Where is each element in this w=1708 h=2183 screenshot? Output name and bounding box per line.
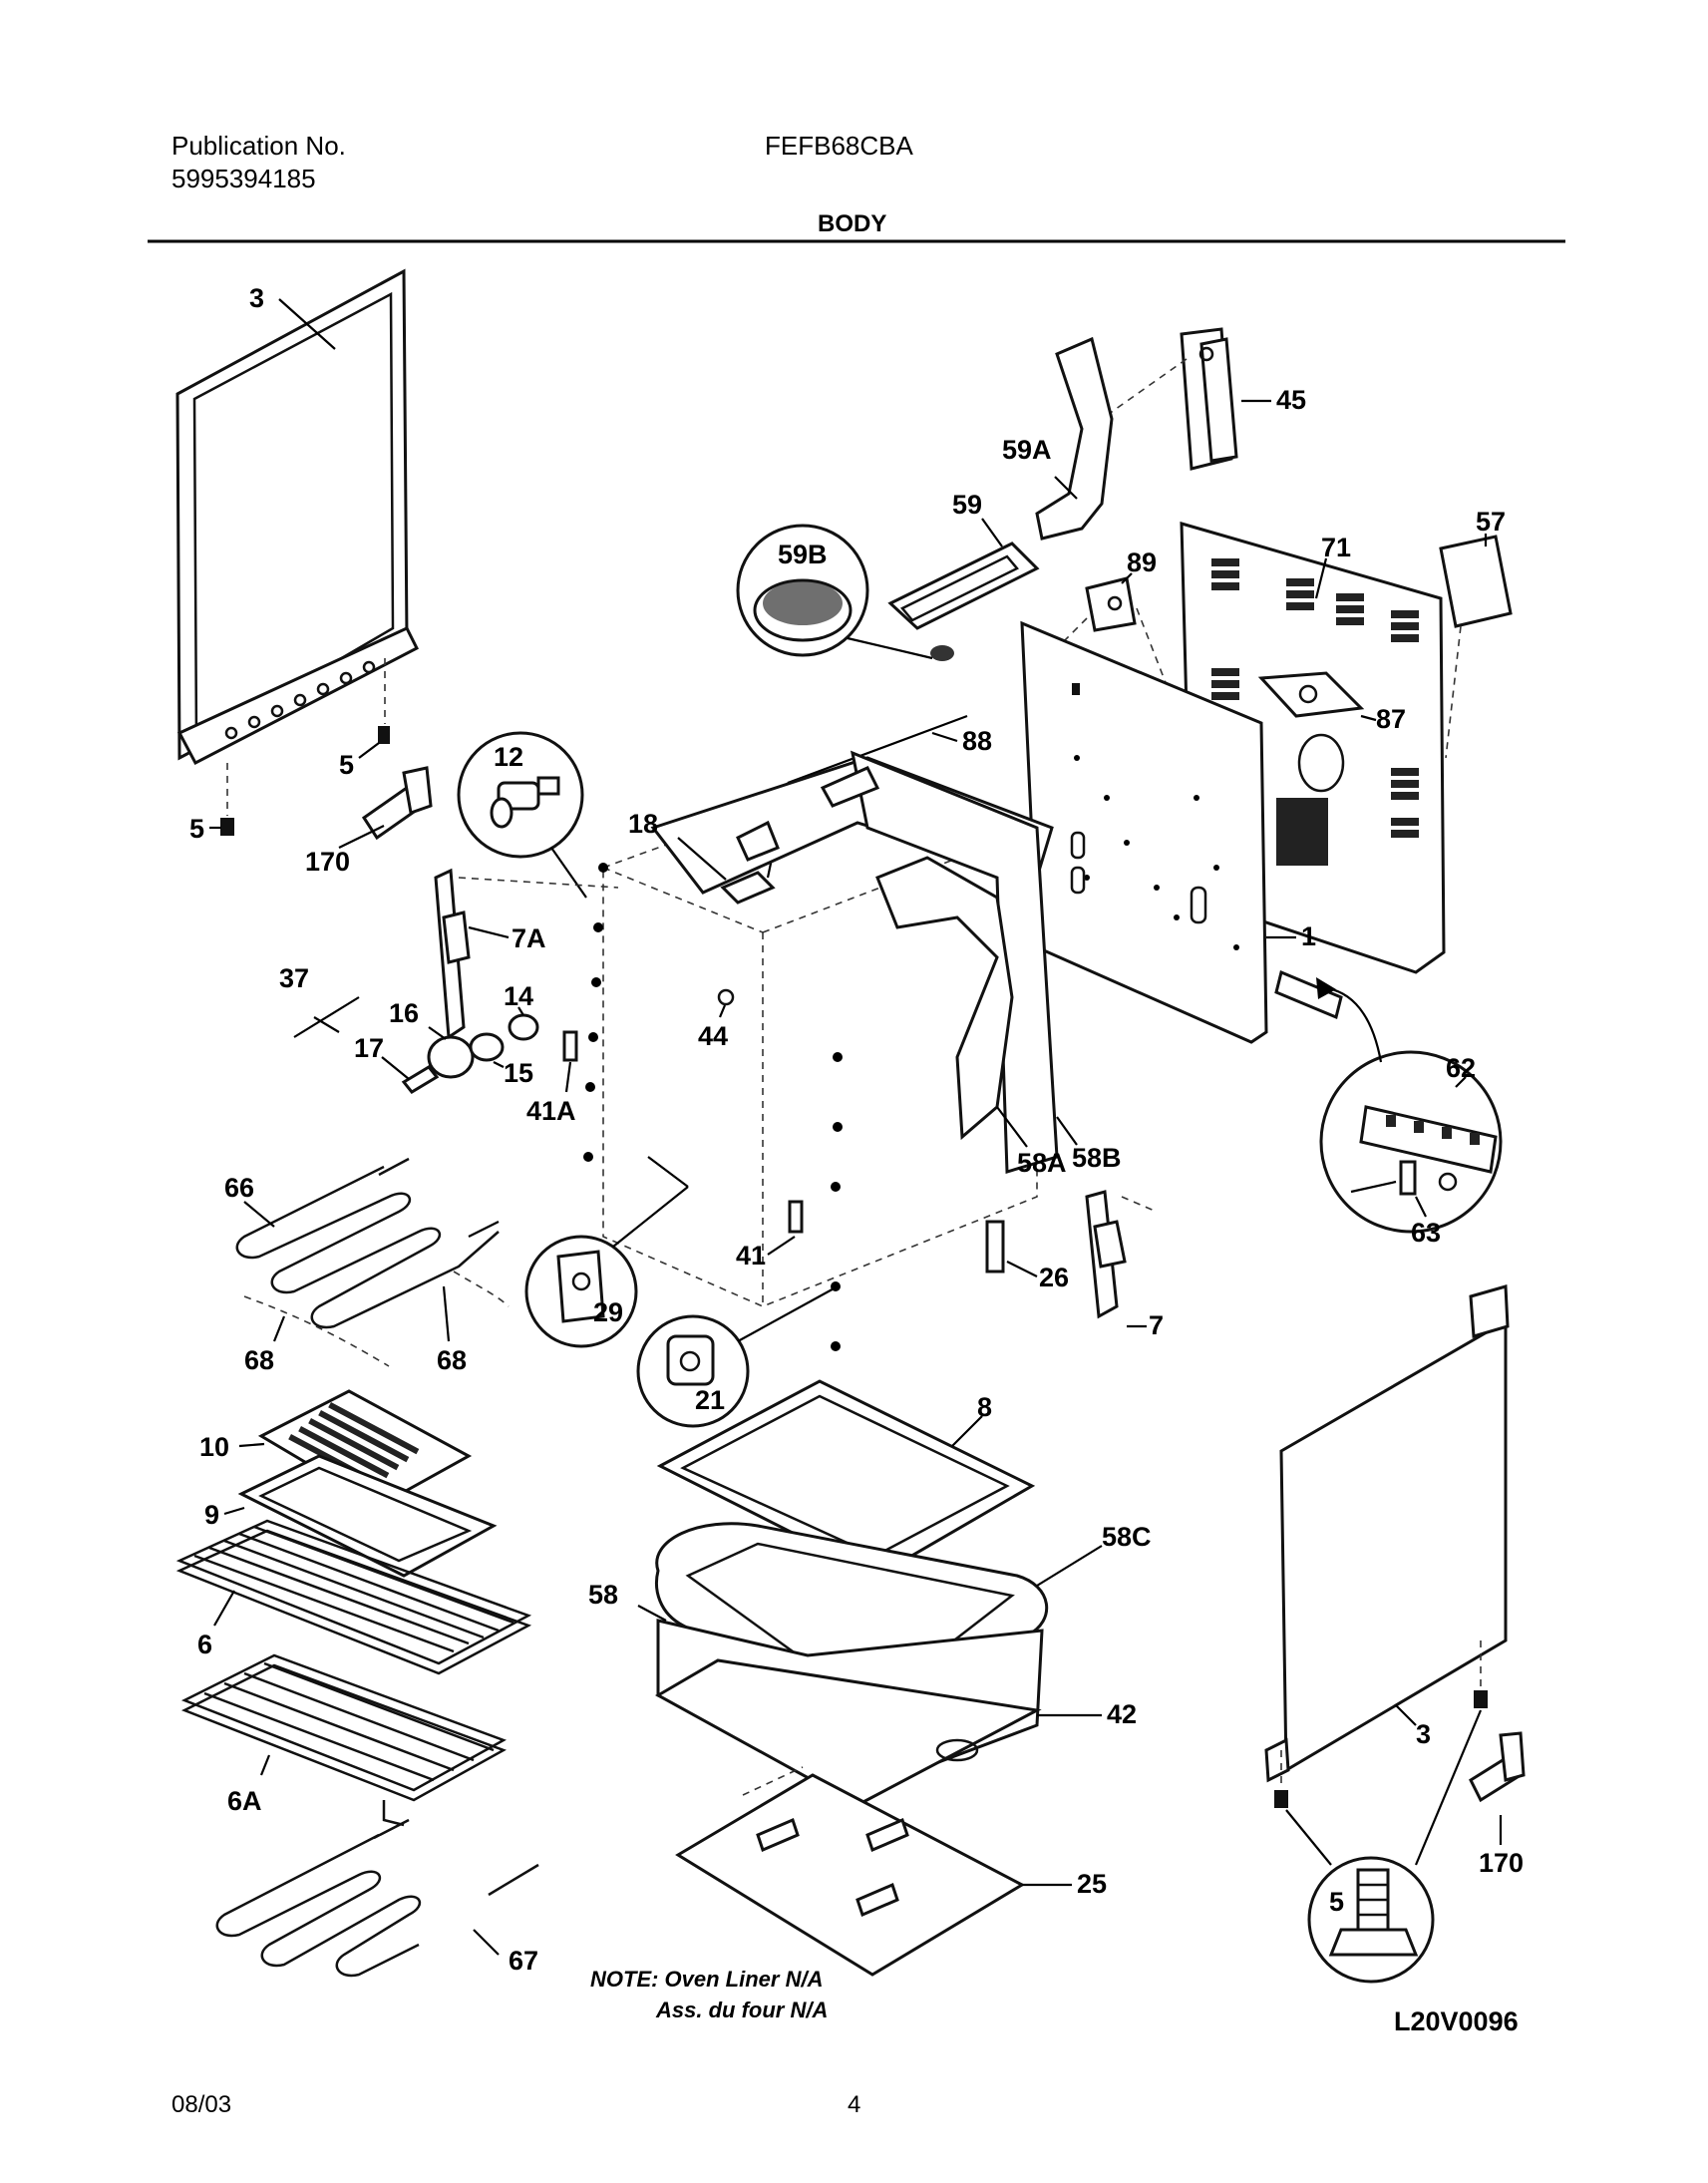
broil-element-67	[215, 1818, 539, 1978]
lamp-assembly	[401, 1013, 539, 1094]
grommet-44	[717, 988, 735, 1006]
oven-rack-6a	[180, 1653, 507, 1827]
bracket-87	[1257, 671, 1365, 718]
vent-duct-45	[1180, 327, 1238, 471]
callout-21: 21	[695, 1385, 725, 1415]
callout-10: 10	[199, 1432, 229, 1462]
callout-37: 37	[279, 963, 309, 993]
terminal-block	[1274, 969, 1343, 1020]
publication-number: 5995394185	[171, 164, 316, 193]
screw-5-lower	[220, 763, 234, 836]
vent-duct-59a	[1035, 336, 1114, 541]
callout-68-left: 68	[244, 1345, 274, 1375]
footer-date: 08/03	[171, 2091, 231, 2118]
callout-41a: 41A	[526, 1096, 576, 1126]
diagram-code: L20V0096	[1394, 2006, 1519, 2036]
callout-62: 62	[1446, 1053, 1476, 1083]
vent-grille-59b	[736, 524, 954, 661]
oven-rack-6	[175, 1519, 532, 1675]
bottom-panel-42	[654, 1658, 1042, 1807]
callout-16: 16	[389, 998, 419, 1028]
callout-68-right: 68	[437, 1345, 467, 1375]
callout-59a: 59A	[1002, 435, 1052, 465]
callout-6a: 6A	[227, 1786, 262, 1816]
callout-170-lower: 170	[1479, 1848, 1524, 1878]
screw-5-upper	[378, 658, 390, 744]
oven-body	[602, 750, 1059, 1307]
callout-67: 67	[509, 1946, 538, 1976]
leveling-leg-5	[1307, 1856, 1435, 1984]
callout-7: 7	[1149, 1310, 1164, 1340]
callout-59b: 59B	[778, 540, 828, 569]
callout-9: 9	[204, 1500, 219, 1530]
note-line-1: NOTE: Oven Liner N/A	[590, 1967, 823, 1992]
callout-17: 17	[354, 1033, 384, 1063]
callout-14: 14	[504, 981, 533, 1011]
callout-15: 15	[504, 1058, 533, 1088]
callout-58a: 58A	[1017, 1148, 1067, 1178]
callout-5-upper: 5	[339, 750, 354, 780]
bushing-21	[636, 1314, 750, 1428]
clip-29	[524, 1235, 638, 1348]
callout-170-upper: 170	[305, 847, 350, 877]
clip-41	[788, 1200, 804, 1234]
publication-label: Publication No.	[171, 131, 346, 161]
bracket-89	[1085, 576, 1137, 632]
callout-58b: 58B	[1072, 1143, 1122, 1173]
callout-63: 63	[1411, 1218, 1441, 1248]
callout-7a: 7A	[512, 923, 546, 953]
side-panel-left	[175, 268, 420, 766]
callout-25: 25	[1077, 1869, 1107, 1899]
bracket-170-upper	[361, 766, 433, 841]
callout-45: 45	[1276, 385, 1306, 415]
hinge-receptacle-26	[985, 1220, 1005, 1273]
footer-page: 4	[848, 2091, 860, 2118]
callout-87: 87	[1376, 704, 1406, 734]
callout-29: 29	[593, 1297, 623, 1327]
callout-57: 57	[1476, 507, 1506, 537]
callout-12: 12	[494, 742, 523, 772]
callout-71: 71	[1321, 533, 1351, 562]
callout-58: 58	[588, 1580, 618, 1610]
vent-duct-59	[887, 542, 1040, 630]
clip-41a	[562, 1030, 578, 1062]
callout-66: 66	[224, 1173, 254, 1203]
broil-pan-insert-10	[257, 1389, 473, 1508]
callout-89: 89	[1127, 547, 1157, 577]
hinge-7a	[434, 868, 619, 1040]
cover-plate-57	[1439, 535, 1513, 759]
model-number: FEFB68CBA	[765, 131, 913, 161]
callout-58c: 58C	[1102, 1522, 1152, 1552]
callout-18: 18	[628, 809, 658, 839]
callout-5-lower: 5	[189, 814, 204, 844]
callout-3-bottom: 3	[1416, 1719, 1431, 1749]
callout-5-circle: 5	[1329, 1887, 1344, 1917]
callout-44: 44	[698, 1021, 728, 1051]
callout-59: 59	[952, 490, 982, 520]
note-line-2: Ass. du four N/A	[655, 1998, 828, 2022]
bracket-170-lower	[1469, 1731, 1526, 1803]
side-panel-right	[1264, 1284, 1510, 1783]
callout-8: 8	[977, 1392, 992, 1422]
terminal-block-62	[1319, 1050, 1503, 1234]
callout-42: 42	[1107, 1699, 1137, 1729]
broil-pan-9	[237, 1454, 498, 1578]
lamp-socket-12	[457, 731, 584, 859]
callout-3-top: 3	[249, 283, 264, 313]
hinge-7	[1085, 1190, 1158, 1319]
callout-88: 88	[962, 726, 992, 756]
section-title: BODY	[818, 210, 886, 237]
callout-41: 41	[736, 1241, 766, 1271]
callout-26: 26	[1039, 1263, 1069, 1292]
callout-6: 6	[197, 1630, 212, 1659]
callout-1: 1	[1301, 921, 1316, 951]
bake-element-66	[235, 1157, 500, 1329]
floor-plate-25	[675, 1766, 1026, 1977]
